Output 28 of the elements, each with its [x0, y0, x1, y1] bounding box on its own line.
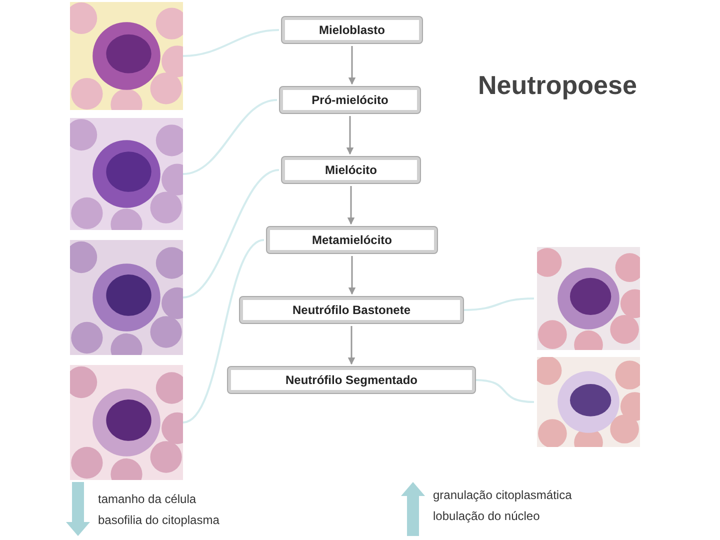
picture — [70, 118, 183, 230]
diagram-title: Neutropoese — [478, 70, 637, 101]
picture — [537, 357, 640, 447]
leader-line — [182, 239, 264, 424]
stage-box: Neutrófilo Bastonete — [240, 297, 463, 323]
leader-line — [182, 99, 278, 175]
note-text: lobulação do núcleo — [433, 509, 540, 523]
stage-box: Neutrófilo Segmentado — [228, 367, 475, 393]
arrow — [348, 256, 356, 295]
note-text: granulação citoplasmática — [433, 488, 572, 502]
leader-line — [182, 29, 280, 57]
arrow — [348, 46, 356, 85]
picture — [70, 2, 183, 110]
picture — [70, 240, 183, 355]
arrow — [346, 116, 354, 155]
stage-box: Metamielócito — [267, 227, 437, 253]
stage-box: Pró-mielócito — [280, 87, 420, 113]
leader-line — [462, 298, 534, 311]
leader-line — [182, 169, 280, 298]
arrow — [348, 326, 356, 365]
picture — [537, 247, 640, 350]
arrow — [347, 186, 355, 225]
stage-box: Mieloblasto — [282, 17, 422, 43]
note-text: tamanho da célula — [98, 492, 196, 506]
leader-line — [474, 379, 534, 403]
stage-box: Mielócito — [282, 157, 420, 183]
picture — [70, 365, 183, 480]
note-text: basofilia do citoplasma — [98, 513, 220, 527]
